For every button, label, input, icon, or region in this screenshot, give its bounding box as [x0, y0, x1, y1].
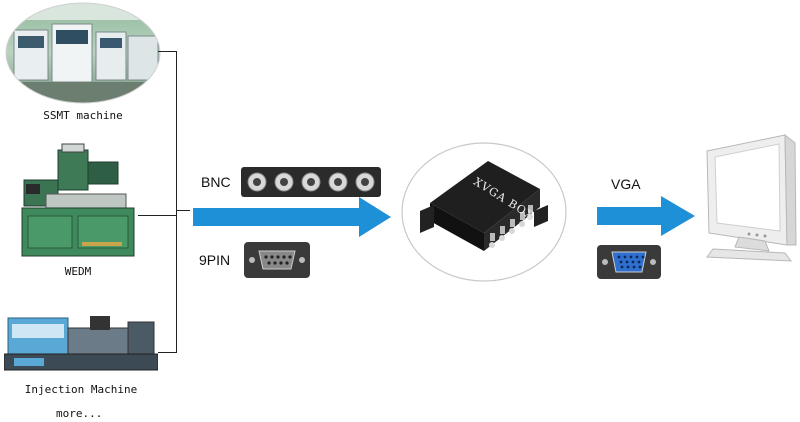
more-caption: more... — [56, 407, 103, 420]
injection-machine-image — [4, 316, 158, 371]
monitor-image — [706, 133, 797, 262]
bracket-out — [176, 210, 190, 211]
wedm-caption: WEDM — [64, 265, 92, 278]
injection-machine-caption: Injection Machine — [24, 383, 138, 396]
vga-connector-image — [597, 245, 661, 279]
xvga-box-image — [401, 142, 567, 282]
bnc-connectors-image — [241, 167, 381, 197]
ssmt-machine-image — [5, 2, 161, 104]
wedm-machine-image — [21, 143, 135, 257]
output-arrow — [597, 196, 695, 236]
sources-bracket — [158, 51, 177, 353]
input-arrow — [193, 197, 391, 237]
vga-label: VGA — [611, 176, 641, 192]
bnc-label: BNC — [201, 174, 231, 190]
9pin-connector-image — [244, 242, 310, 278]
ssmt-machine-caption: SSMT machine — [43, 109, 123, 122]
bracket-stub-wedm — [138, 215, 176, 216]
9pin-label: 9PIN — [199, 252, 231, 268]
